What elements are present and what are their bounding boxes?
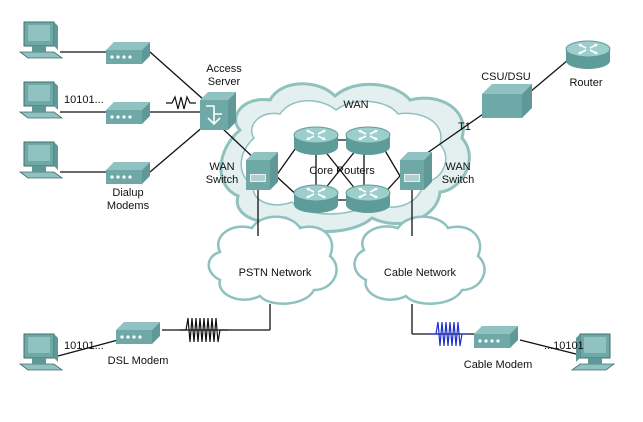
pc-dialup-3 — [19, 141, 63, 179]
dialup-modem-1 — [106, 42, 150, 64]
pstn-network-label: PSTN Network — [239, 267, 312, 279]
edge-router — [565, 40, 611, 70]
dialup-signal-icon — [166, 95, 196, 110]
router-label: Router — [569, 77, 602, 89]
access-server — [199, 91, 237, 131]
bits-dialup-label: 10101... — [64, 94, 104, 106]
cable-cloud — [353, 215, 486, 305]
wan-switch-left — [245, 151, 279, 191]
core-routers-label: Core Routers — [309, 165, 375, 177]
dialup-modem-2 — [106, 102, 150, 124]
wan-switch-right — [399, 151, 433, 191]
pc-dsl — [19, 333, 63, 371]
dsl-modem-label: DSL Modem — [108, 355, 169, 367]
csu-dsu-label: CSU/DSU — [481, 71, 531, 83]
bits-cable-label: ...10101 — [544, 340, 584, 352]
core-router-1 — [293, 126, 339, 156]
cable-signal-icon — [430, 321, 468, 347]
dsl-signal-icon — [180, 317, 228, 343]
csu-dsu-device — [482, 84, 532, 118]
cable-modem — [474, 326, 518, 348]
wan-label: WAN — [343, 99, 368, 111]
pstn-cloud — [207, 215, 338, 305]
core-router-3 — [293, 184, 339, 214]
bits-dsl-label: 10101... — [64, 340, 104, 352]
core-router-2 — [345, 126, 391, 156]
wan-cloud — [219, 82, 471, 233]
core-router-4 — [345, 184, 391, 214]
pc-dialup-2 — [19, 81, 63, 119]
dialup-modem-3 — [106, 162, 150, 184]
pc-dialup-1 — [19, 21, 63, 59]
cable-network-label: Cable Network — [384, 267, 457, 279]
cable-modem-label: Cable Modem — [464, 359, 532, 371]
t1-label: T1 — [458, 121, 471, 133]
dsl-modem — [116, 322, 160, 344]
